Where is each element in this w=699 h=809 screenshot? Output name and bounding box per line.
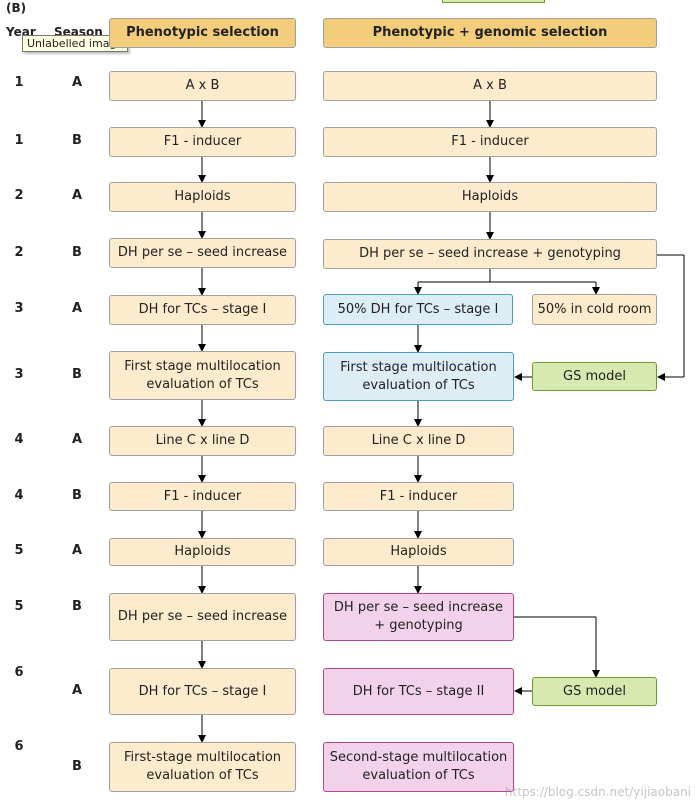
header-genomic: Phenotypic + genomic selection [323,18,657,48]
geno-box-cold-room: 50% in cold room [532,294,657,325]
tooltip: Unlabelled image [22,35,129,52]
pheno-box-dh-seed: DH per se – seed increase [109,238,296,268]
pheno-box-line-cd: Line C x line D [109,426,296,456]
geno-box-gs-model: GS model [532,362,657,391]
year-label: 4 [14,488,24,503]
season-label: B [72,245,82,260]
season-label: A [71,301,83,316]
watermark: https://blog.csdn.net/yijiaobani [504,785,691,799]
season-label: B [72,367,82,382]
season-label: A [71,75,83,90]
season-label: B [72,599,82,614]
year-label: 3 [14,367,24,382]
year-label: 2 [14,245,24,260]
geno-box-haploids: Haploids [323,182,657,212]
pheno-box-haploids: Haploids [109,182,296,212]
geno-box-dh-stage2: DH for TCs – stage II [323,668,514,715]
geno-box-f1-2: F1 - inducer [323,482,514,511]
season-label: A [71,432,83,447]
panel-label: (B) [6,1,27,15]
geno-box-gs-model-2: GS model [532,677,657,706]
year-label: 2 [14,188,24,203]
geno-box-ab: A x B [323,71,657,101]
season-label: A [71,188,83,203]
top-green-bar [442,0,545,3]
pheno-box-ab: A x B [109,71,296,101]
year-label: 6 [14,665,24,680]
season-label: A [71,543,83,558]
season-label: B [72,759,82,774]
geno-box-second-stage: Second-stage multilocation evaluation of… [323,742,514,792]
year-label: 5 [14,599,24,614]
pheno-box-dh-tcs: DH for TCs – stage I [109,295,296,325]
year-label: 5 [14,543,24,558]
season-label: A [71,683,83,698]
geno-box-f1: F1 - inducer [323,127,657,157]
pheno-box-f1: F1 - inducer [109,127,296,157]
year-label: 6 [14,739,24,754]
pheno-box-dh-seed-2: DH per se – seed increase [109,593,296,641]
pheno-box-f1-2: F1 - inducer [109,482,296,511]
geno-box-first-stage: First stage multilocation evaluation of … [323,352,514,401]
pheno-box-dh-tcs-2: DH for TCs – stage I [109,668,296,715]
pheno-box-first-stage-2: First-stage multilocation evaluation of … [109,742,296,792]
season-label: B [72,488,82,503]
pheno-box-first-stage: First stage multilocation evaluation of … [109,351,296,400]
geno-box-haploids-2: Haploids [323,538,514,566]
geno-box-dh-genotyping: DH per se – seed increase + genotyping [323,239,657,269]
year-label: 3 [14,301,24,316]
geno-box-line-cd: Line C x line D [323,426,514,456]
year-label: 4 [14,432,24,447]
header-phenotypic: Phenotypic selection [109,18,296,48]
season-label: B [72,133,82,148]
year-label: 1 [14,133,24,148]
geno-box-dh50: 50% DH for TCs – stage I [323,294,513,325]
year-label: 1 [14,75,24,90]
pheno-box-haploids-2: Haploids [109,538,296,566]
geno-box-dh-genotyping-2: DH per se – seed increase + genotyping [323,593,514,641]
